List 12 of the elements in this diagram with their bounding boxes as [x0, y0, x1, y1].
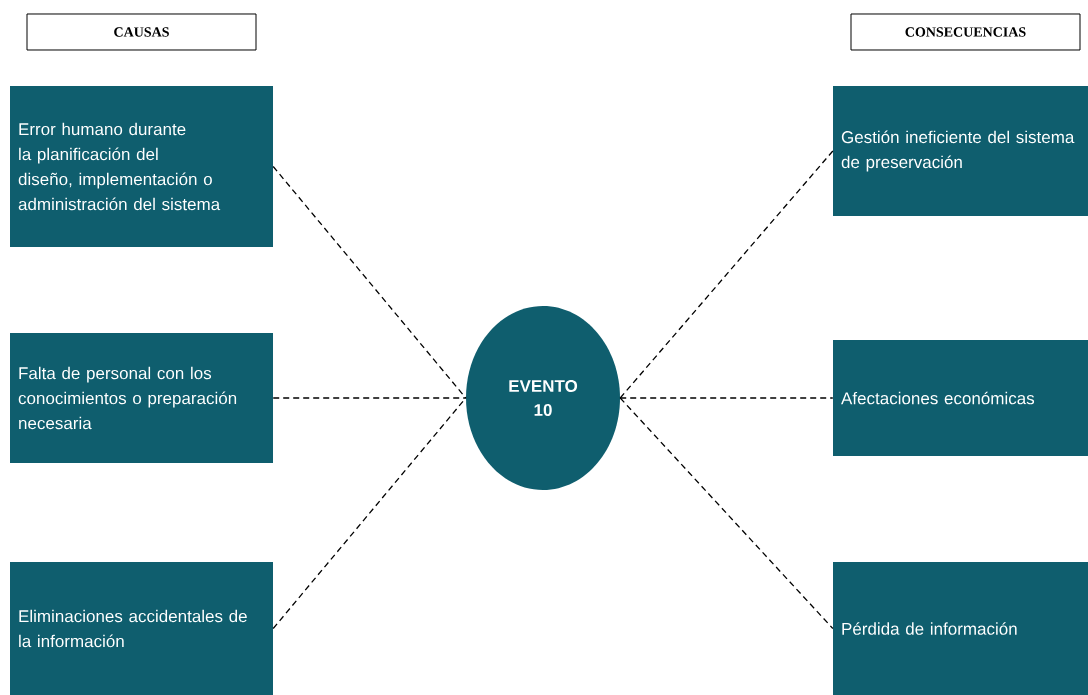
- dashed-line: [619, 397, 834, 399]
- dashed-line: [272, 397, 467, 399]
- text-box: Afectaciones económicas: [833, 340, 1088, 456]
- header-box: CONSECUENCIAS: [850, 13, 1081, 51]
- dashed-line: [619, 150, 834, 399]
- text-box: Eliminaciones accidentales de la información: [10, 562, 273, 695]
- text-box: Falta de personal con los conocimientos o preparación necesaria: [10, 333, 273, 463]
- text-box: Pérdida de información: [833, 562, 1088, 695]
- header-box: CAUSAS: [26, 13, 257, 51]
- text-box: Gestión ineficiente del sistema de preservación: [833, 86, 1088, 216]
- dashed-line: [619, 397, 834, 630]
- text-box: Error humano durante la planificación del diseño, implementación o administración del sistema: [10, 86, 273, 247]
